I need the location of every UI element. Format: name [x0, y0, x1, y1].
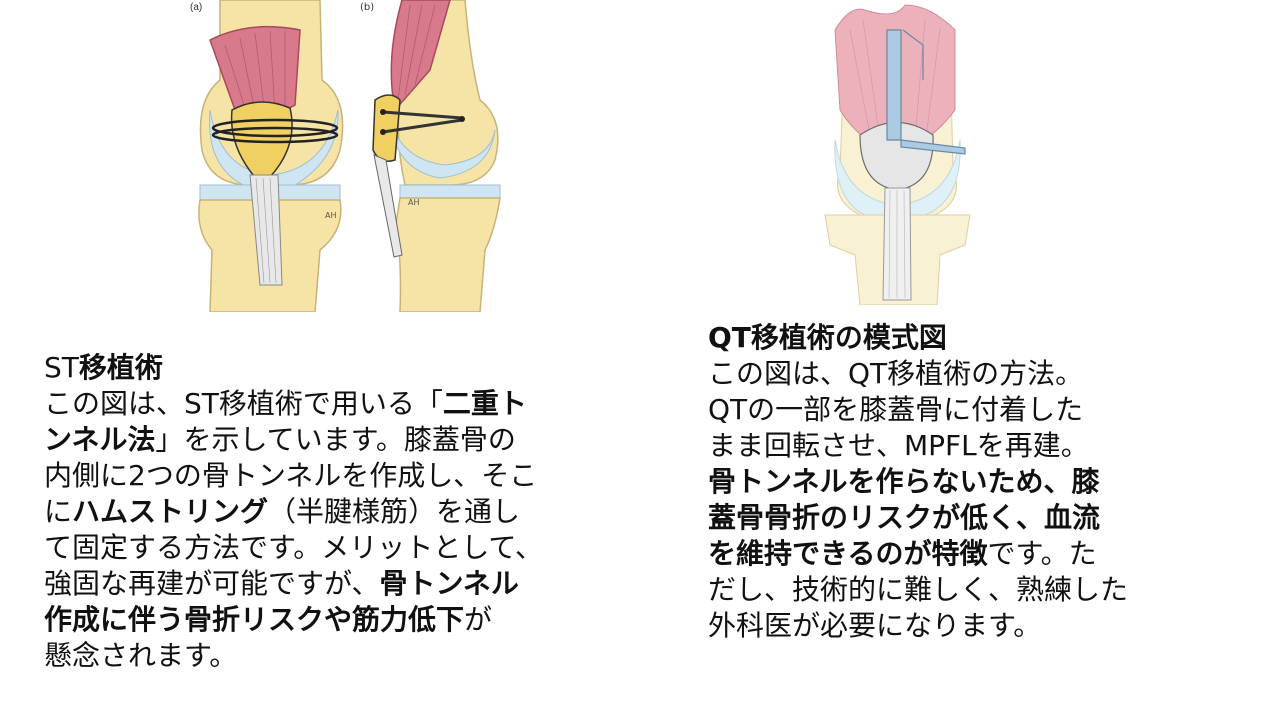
qt-body: この図は、QT移植術の方法。QTの一部を膝蓋骨に付着したまま回転させ、MPFLを…	[708, 356, 1268, 644]
patellar-tendon-b	[373, 154, 403, 258]
st-text: に	[44, 495, 73, 528]
qt-text: だし、技術的に難しく、熟練した	[708, 573, 1129, 606]
st-emphasis-text: 骨トンネル	[379, 567, 519, 600]
tendon-lines-qt	[888, 189, 906, 299]
quadriceps-b	[390, 0, 451, 112]
qt-line: この図は、QT移植術の方法。	[708, 356, 1268, 392]
st-emphasis-text: ンネル法	[44, 423, 156, 456]
qt-title: QT移植術の模式図	[708, 321, 947, 354]
st-text: 強固な再建が可能ですが、	[44, 567, 380, 600]
st-emphasis-text: 二重ト	[442, 387, 527, 420]
graft-loop-upper-a	[211, 118, 339, 138]
st-body: この図は、ST移植術で用いる「二重トンネル法」を示しています。膝蓋骨の内側に2つ…	[44, 386, 644, 674]
qt-line: だし、技術的に難しく、熟練した	[708, 572, 1268, 608]
patella-b	[372, 94, 401, 162]
st-text: て固定する方法です。メリットとして、	[44, 531, 543, 564]
st-line: 強固な再建が可能ですが、骨トンネル	[44, 566, 644, 602]
qt-text: QTの一部を膝蓋骨に付着した	[708, 393, 1084, 426]
tunnel-hole-2-b	[380, 129, 386, 135]
st-text: 内側に2つの骨トンネルを作成し、そこ	[44, 459, 538, 492]
panel-label-b: (b)	[360, 2, 374, 13]
muscle-fibers-qt	[849, 19, 941, 141]
illustrator-mark-a: AH	[325, 211, 337, 220]
cartilage-b	[389, 119, 496, 179]
st-text: 」を示しています。膝蓋骨の	[155, 423, 516, 456]
st-line: 懸念されます。	[44, 638, 644, 674]
qt-emphasis-text: 骨トンネルを作らないため、膝	[708, 465, 1100, 498]
patella-a	[230, 101, 293, 187]
femoral-anchor-b	[459, 116, 465, 122]
st-emphasis-text: ハムストリング	[72, 495, 269, 528]
st-text: （半腱様筋）を通し	[268, 495, 521, 528]
panel-b-knee: (b) AH	[360, 0, 501, 313]
qt-line: まま回転させ、MPFLを再建。	[708, 428, 1268, 464]
panel-label-a: (a)	[190, 2, 202, 13]
st-knee-illustration: (a) AH	[190, 0, 501, 313]
qt-graft-figure	[815, 0, 980, 306]
qt-text: まま回転させ、MPFLを再建。	[708, 429, 1089, 462]
qt-line: 骨トンネルを作らないため、膝	[708, 464, 1268, 500]
st-title-suffix: 移植術	[78, 351, 163, 384]
st-line: この図は、ST移植術で用いる「二重ト	[44, 386, 644, 422]
qt-emphasis-text: を維持できるのが特徴	[708, 537, 988, 570]
st-graft-figure: (a) AH	[190, 0, 510, 313]
st-title: ST移植術	[44, 350, 644, 386]
cartilage-a	[209, 109, 339, 189]
qt-knee-illustration	[824, 4, 971, 306]
tendon-lines-a	[255, 177, 277, 284]
graft-tunnel-lower-b	[382, 118, 463, 134]
st-description: ST移植術 この図は、ST移植術で用いる「二重トンネル法」を示しています。膝蓋骨…	[44, 350, 644, 674]
qt-text: です。た	[987, 537, 1097, 570]
qt-graft-mpfl	[900, 139, 966, 155]
illustrator-mark-b: AH	[408, 198, 420, 207]
graft-tunnel-upper-b	[382, 110, 463, 120]
st-line: て固定する方法です。メリットとして、	[44, 530, 644, 566]
meniscus-b	[399, 184, 501, 199]
qt-line: を維持できるのが特徴です。た	[708, 536, 1268, 572]
qt-description: QT移植術の模式図 この図は、QT移植術の方法。QTの一部を膝蓋骨に付着したまま…	[708, 320, 1268, 644]
qt-line: QTの一部を膝蓋骨に付着した	[708, 392, 1268, 428]
qt-graft-harvest-edge	[902, 29, 924, 80]
panel-a-knee: (a) AH	[190, 0, 344, 313]
st-line: 内側に2つの骨トンネルを作成し、そこ	[44, 458, 644, 494]
graft-loop-lower-a	[211, 126, 339, 144]
muscle-fibers-b	[397, 4, 436, 101]
qt-line: 蓋骨骨折のリスクが低く、血流	[708, 500, 1268, 536]
st-title-prefix: ST	[44, 351, 79, 384]
qt-text: この図は、QT移植術の方法。	[708, 357, 1084, 390]
cartilage-qt	[834, 139, 961, 216]
tibia-b	[394, 197, 501, 313]
muscle-fibers-a	[224, 30, 286, 116]
st-text: が	[464, 603, 493, 636]
st-emphasis-text: 作成に伴う骨折リスクや筋力低下	[44, 603, 465, 636]
st-line: ンネル法」を示しています。膝蓋骨の	[44, 422, 644, 458]
qt-line: 外科医が必要になります。	[708, 608, 1268, 644]
st-line: にハムストリング（半腱様筋）を通し	[44, 494, 644, 530]
tunnel-hole-1-b	[380, 109, 386, 115]
st-text: この図は、ST移植術で用いる「	[44, 387, 443, 420]
qt-text: 外科医が必要になります。	[708, 609, 1042, 642]
st-text: 懸念されます。	[44, 639, 238, 672]
st-line: 作成に伴う骨折リスクや筋力低下が	[44, 602, 644, 638]
qt-graft-strip	[886, 29, 902, 141]
qt-emphasis-text: 蓋骨骨折のリスクが低く、血流	[708, 501, 1101, 534]
